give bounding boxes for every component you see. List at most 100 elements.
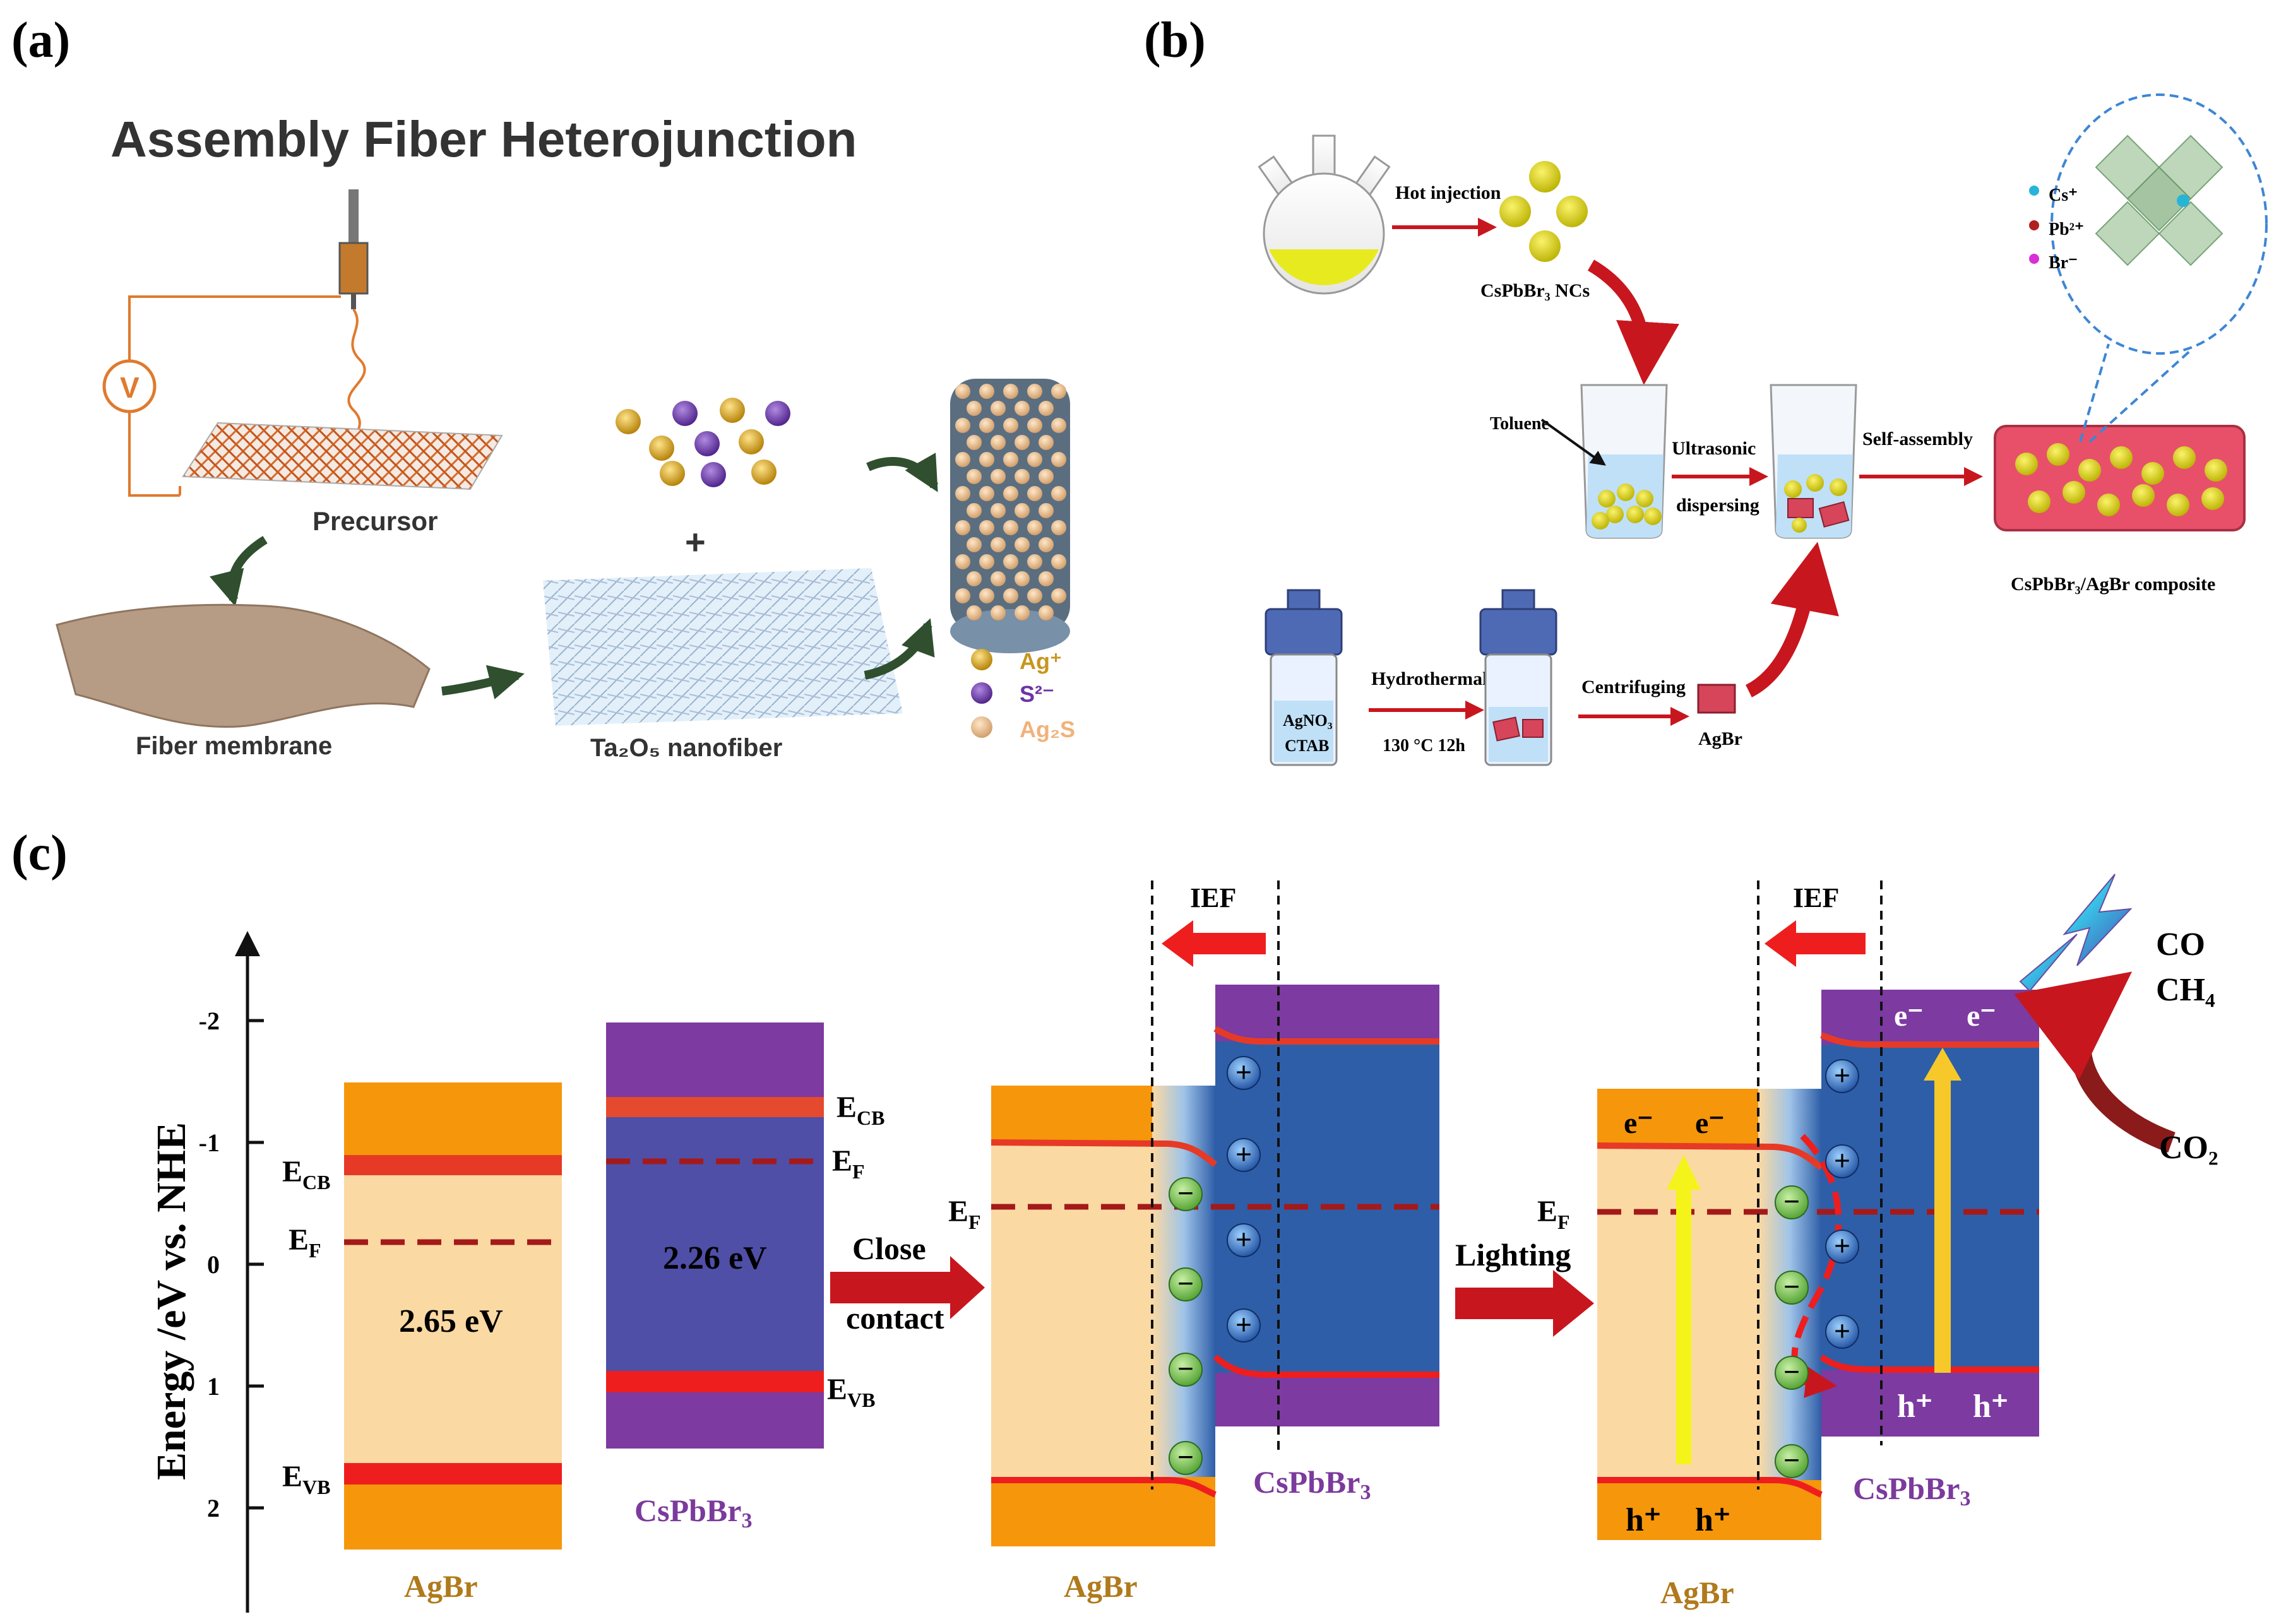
positive-charge-sign: + [1235, 1138, 1252, 1170]
positive-charge-sign: + [1834, 1144, 1850, 1177]
fiber-membrane-label: Fiber membrane [136, 732, 332, 760]
positive-charge-icon [1227, 1223, 1261, 1257]
negative-charge-icon [1169, 1267, 1203, 1301]
lighting-arrow [1455, 1270, 1594, 1337]
composite-slab [1994, 425, 2246, 531]
negative-charge-icon [1775, 1185, 1809, 1219]
beaker-dispersed [1770, 384, 1857, 539]
electrospinning-setup: V Precursor [102, 189, 503, 536]
composite-nc [2167, 494, 2189, 516]
composite-nc [2015, 453, 2038, 475]
cspbbr3-ecb-label: ECB [836, 1091, 884, 1129]
fiber-membrane-shape [56, 603, 431, 728]
ag2s-particle [1027, 384, 1042, 399]
ag2s-particle [991, 435, 1006, 450]
composite-nc [2205, 459, 2227, 482]
positive-charge-sign: + [1834, 1315, 1850, 1347]
arrow-to-fiber [866, 453, 939, 492]
ag2s-particle [967, 401, 982, 416]
curved-arrow-to-beaker [1587, 259, 1679, 385]
negative-charge-sign: − [1783, 1185, 1800, 1218]
self-assembly-label: Self-assembly [1862, 429, 1973, 449]
ag2s-particle [991, 605, 1006, 620]
agno3-label: AgNO₃ [1283, 711, 1333, 730]
contact-ief-label: IEF [1190, 882, 1236, 913]
cspbbr3-electron-2: e⁻ [1967, 999, 1996, 1033]
syringe-tip [351, 293, 356, 309]
composite-nc [2110, 446, 2133, 469]
ag2s-particle [1003, 486, 1018, 501]
perovskite-lattice [2095, 134, 2223, 266]
close-contact-arrow [830, 1256, 985, 1319]
contact-label: contact [846, 1300, 944, 1336]
lit-agbr-label: AgBr [1660, 1575, 1734, 1610]
composite-nc [2063, 481, 2085, 504]
contact-ef-label: EF [948, 1195, 981, 1233]
ag2s-particle [979, 486, 994, 501]
lit-cspbbr3-label: CsPbBr3 [1853, 1471, 1970, 1510]
lit-cspbbr3-cb [1820, 1032, 2039, 1048]
co2-reduction-arrow [2014, 971, 2176, 1153]
cspbbr3-excitation-arrow [1934, 1076, 1951, 1373]
ag2s-particle [967, 537, 982, 552]
dispersing-label: dispersing [1676, 495, 1759, 516]
ag2s-legend-icon [971, 716, 992, 738]
positive-charge-sign: + [1235, 1223, 1252, 1255]
ag2s-particle [1003, 384, 1018, 399]
ag2s-particle [1039, 571, 1054, 586]
s-ion [694, 431, 720, 456]
positive-charge-sign: + [1834, 1230, 1850, 1262]
zoom-line-right [2088, 349, 2192, 443]
ag2s-particle [1003, 554, 1018, 569]
positive-charge-icon [1227, 1138, 1261, 1172]
ag2s-particle [979, 452, 994, 467]
ag2s-particle [991, 401, 1006, 416]
ag2s-particle [1051, 588, 1066, 603]
ctab-label: CTAB [1285, 737, 1329, 755]
cspbbr3-ncs [1499, 161, 1588, 262]
ag-ion-legend-icon [971, 649, 992, 670]
composite-nc [2028, 490, 2051, 513]
cs-ion-label: Cs⁺ [2049, 186, 2078, 205]
toluene-label: Toluene [1490, 414, 1549, 434]
ch4-label: CH₄ [2156, 972, 2215, 1008]
ag2s-particle [955, 520, 970, 535]
cspbbr3-hole-1: h⁺ [1897, 1389, 1932, 1425]
negative-charge-icon [1775, 1444, 1809, 1478]
ag2s-particle [1015, 537, 1030, 552]
composite-nc [2097, 494, 2120, 516]
ag2s-particle [1039, 503, 1054, 518]
y-tick-label: -2 [199, 1007, 220, 1035]
temp-time-label: 130 °C 12h [1383, 736, 1465, 756]
pb-ion-label: Pb²⁺ [2049, 220, 2084, 239]
ag2s-particle [967, 435, 982, 450]
lit-ief-label: IEF [1793, 882, 1839, 913]
ag2s-legend-label: Ag₂S [1020, 716, 1075, 742]
cspbbr3-gap-label: 2.26 eV [663, 1240, 767, 1276]
ion-legend: Ag⁺ S²⁻ Ag₂S [971, 648, 1075, 742]
s-ion [701, 462, 726, 487]
three-neck-flask [1258, 134, 1391, 295]
negative-charge-icon [1775, 1271, 1809, 1305]
ag2s-particle [1051, 554, 1066, 569]
agbr-ef-label: EF [289, 1223, 321, 1262]
arrow-from-mesh [864, 618, 935, 680]
negative-charge-icon [1169, 1177, 1203, 1211]
contact-cspbbr3-label: CsPbBr3 [1253, 1464, 1371, 1504]
contact-heterojunction [991, 880, 1439, 1546]
agbr-electron-2: e⁻ [1695, 1106, 1725, 1140]
lighting-label: Lighting [1455, 1237, 1571, 1272]
close-label: Close [852, 1231, 926, 1266]
ag2s-particle [1039, 537, 1054, 552]
agbr-particle-label: AgBr [1698, 728, 1742, 749]
lit-ief-arrow [1765, 920, 1866, 967]
ag2s-particle [967, 571, 982, 586]
ag2s-particle [1051, 520, 1066, 535]
ultrasonic-label: Ultrasonic [1672, 438, 1756, 459]
centrifuging-label: Centrifuging [1581, 677, 1686, 697]
agbr-electron-1: e⁻ [1624, 1106, 1653, 1140]
arrow-to-membrane [209, 536, 268, 607]
ag2s-particle [967, 469, 982, 484]
